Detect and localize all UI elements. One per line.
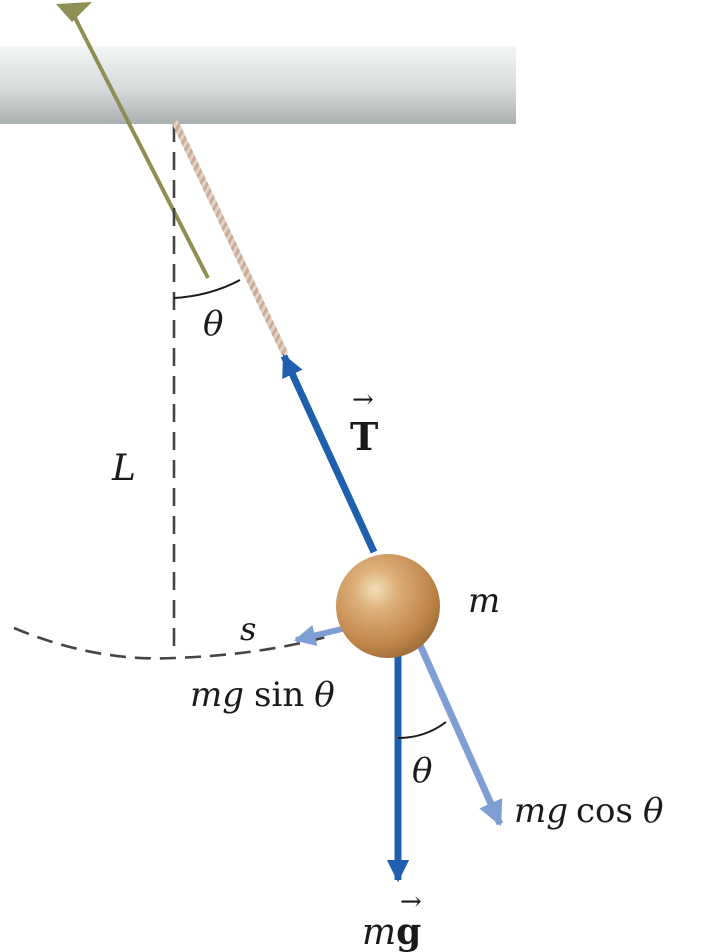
tangential-force-m: m: [190, 675, 222, 715]
arc-length-label: s: [240, 610, 256, 648]
tangential-force-sin: sin: [254, 675, 304, 715]
tension-label: T: [350, 414, 378, 459]
amplitude-line: [68, 7, 210, 279]
radial-force-theta: θ: [643, 791, 663, 831]
ceiling: [0, 46, 516, 124]
weight-vector-arrow: →: [400, 887, 422, 917]
tangential-force-arrow: [293, 624, 347, 646]
mass-label: m: [468, 581, 500, 621]
theta-label-bottom: θ: [412, 751, 432, 791]
angle-arc-bottom: [397, 721, 447, 739]
radial-force-cos: cos: [576, 791, 633, 831]
length-label: L: [111, 448, 136, 489]
radial-force-arrow: [412, 634, 504, 827]
arc-path: [13, 626, 331, 660]
tangential-force-g: g: [222, 675, 244, 715]
tension-arrow: [280, 353, 378, 554]
angle-arc-top: [173, 279, 241, 299]
weight-g: g: [396, 911, 421, 952]
tension-vector-arrow: →: [352, 385, 374, 415]
pendulum-string: [172, 120, 288, 356]
radial-force-m: m: [514, 791, 546, 831]
pendulum-bob: [336, 554, 440, 658]
weight-label: mg: [362, 911, 421, 952]
tangential-force-theta: θ: [314, 675, 334, 715]
amplitude-line-head: [56, 2, 92, 22]
radial-force-g: g: [546, 791, 568, 831]
theta-label-top: θ: [203, 304, 223, 344]
weight-m: m: [362, 912, 396, 952]
